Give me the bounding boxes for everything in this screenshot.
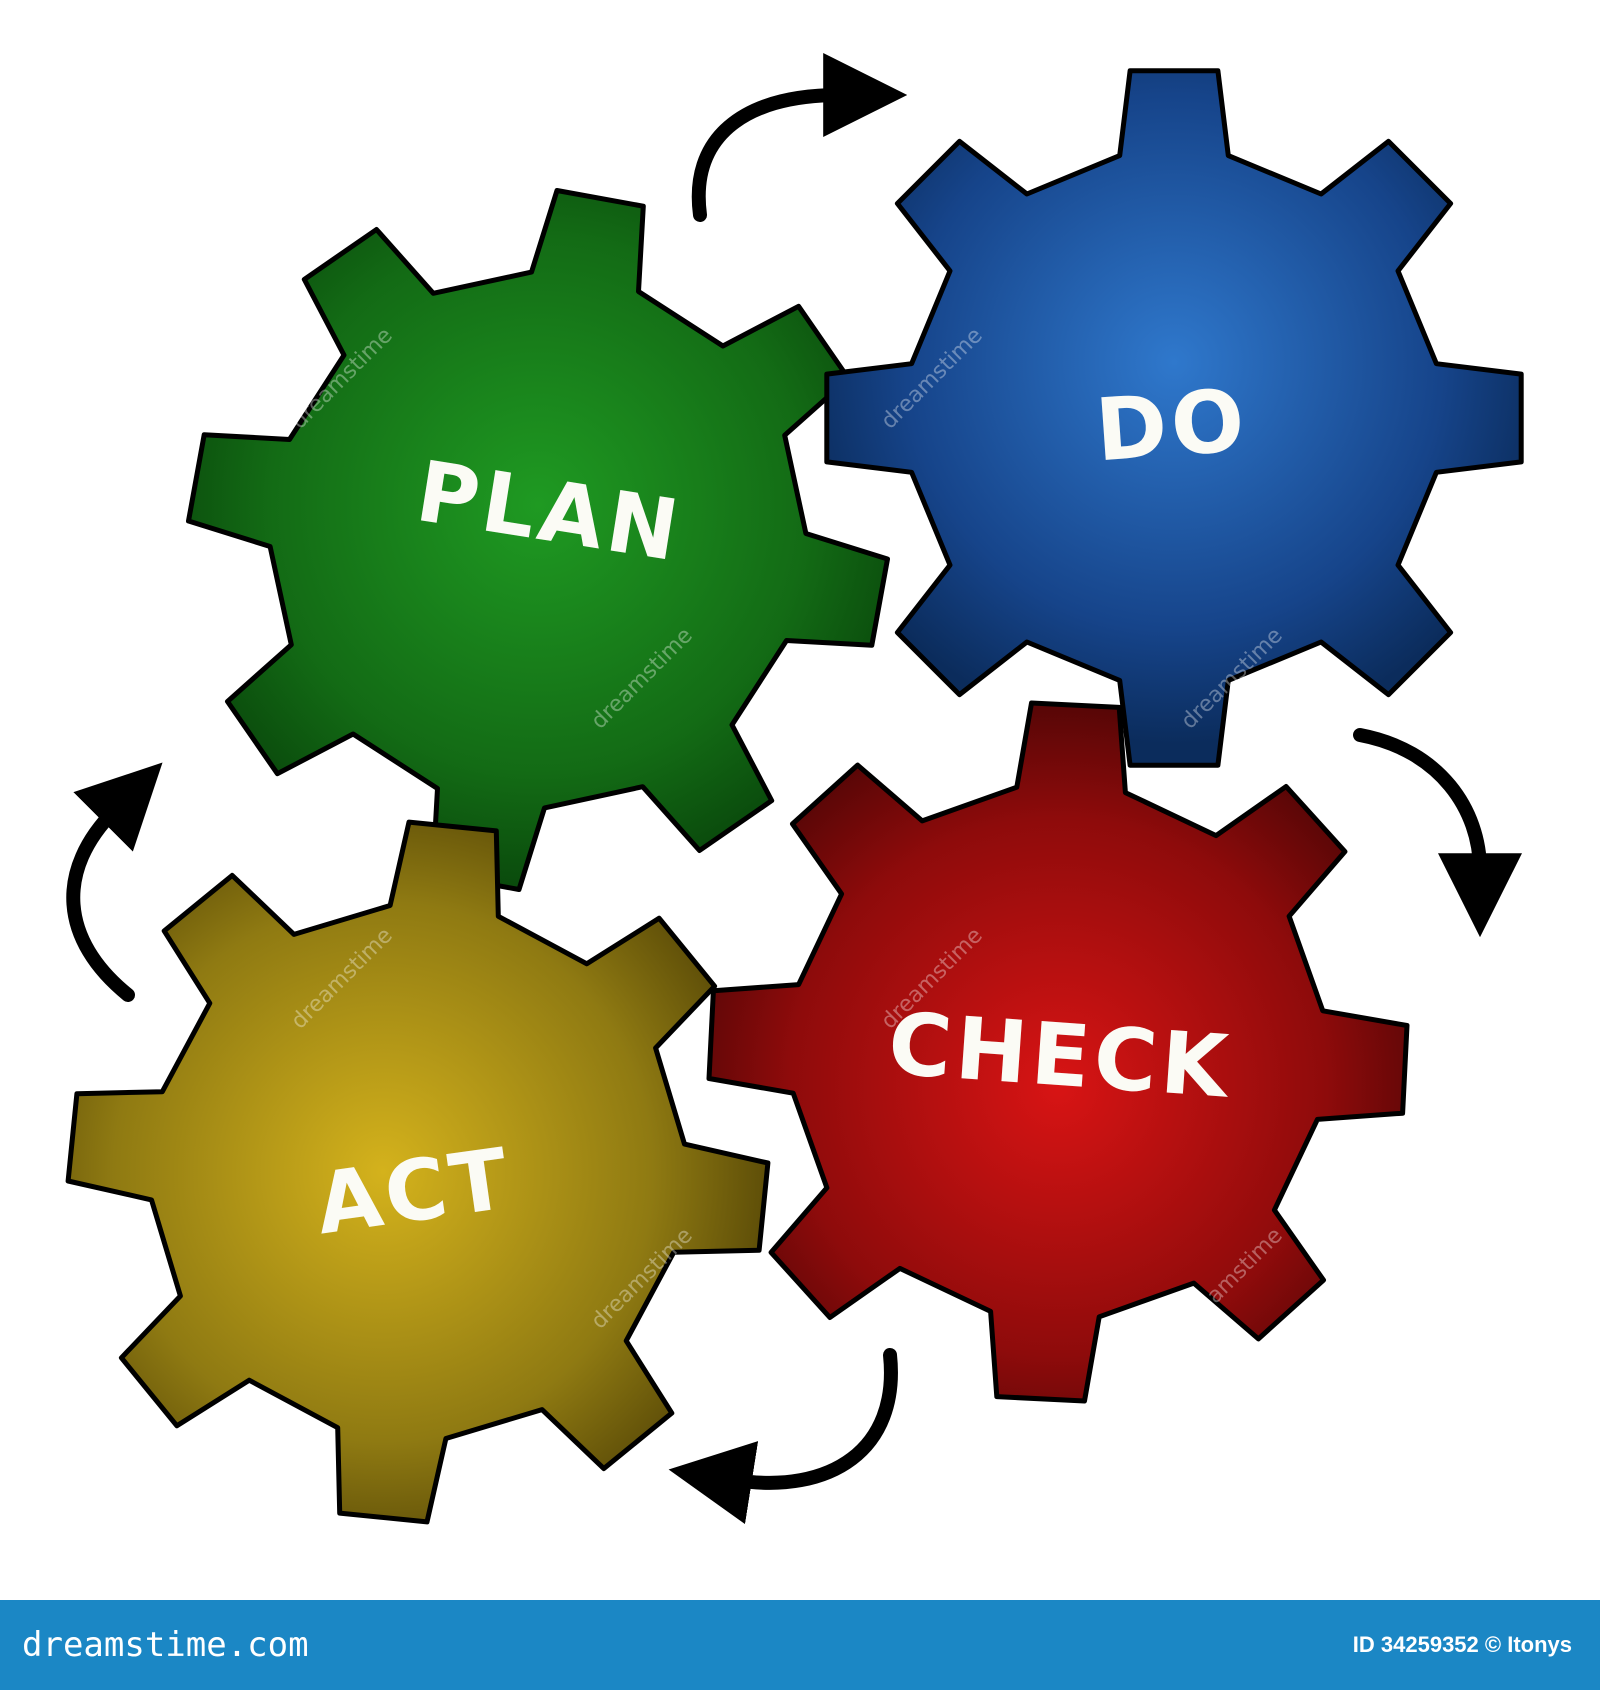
gear-check: CHECK [706, 700, 1410, 1404]
gear-do: DO [824, 68, 1524, 768]
footer-brand: dreamstime.com [22, 1625, 309, 1665]
pdca-diagram-canvas: PLAN DO CHECK ACT dreamstime dreamstime … [65, 53, 1524, 1525]
footer-image-id: ID 34259352 © Itonys [1352, 1632, 1572, 1657]
gear-do-shape [824, 68, 1524, 768]
pdca-diagram: PLAN DO CHECK ACT dreamstime dreamstime … [65, 53, 1524, 1525]
arrow-act-to-plan [66, 762, 163, 1002]
arrow-plan-to-do [691, 53, 908, 222]
gear-check-shape [706, 700, 1410, 1404]
gear-plan: PLAN [186, 188, 890, 892]
arrow-do-to-check [1353, 728, 1522, 938]
gear-act: ACT [65, 819, 771, 1525]
gear-do-label: DO [1092, 371, 1251, 481]
footer-bar: dreamstime.com ID 34259352 © Itonys [0, 1600, 1600, 1690]
gear-plan-shape [186, 188, 890, 892]
arrow-check-to-act [668, 1348, 898, 1525]
gear-act-shape [65, 819, 771, 1525]
gear-check-label: CHECK [885, 994, 1235, 1118]
